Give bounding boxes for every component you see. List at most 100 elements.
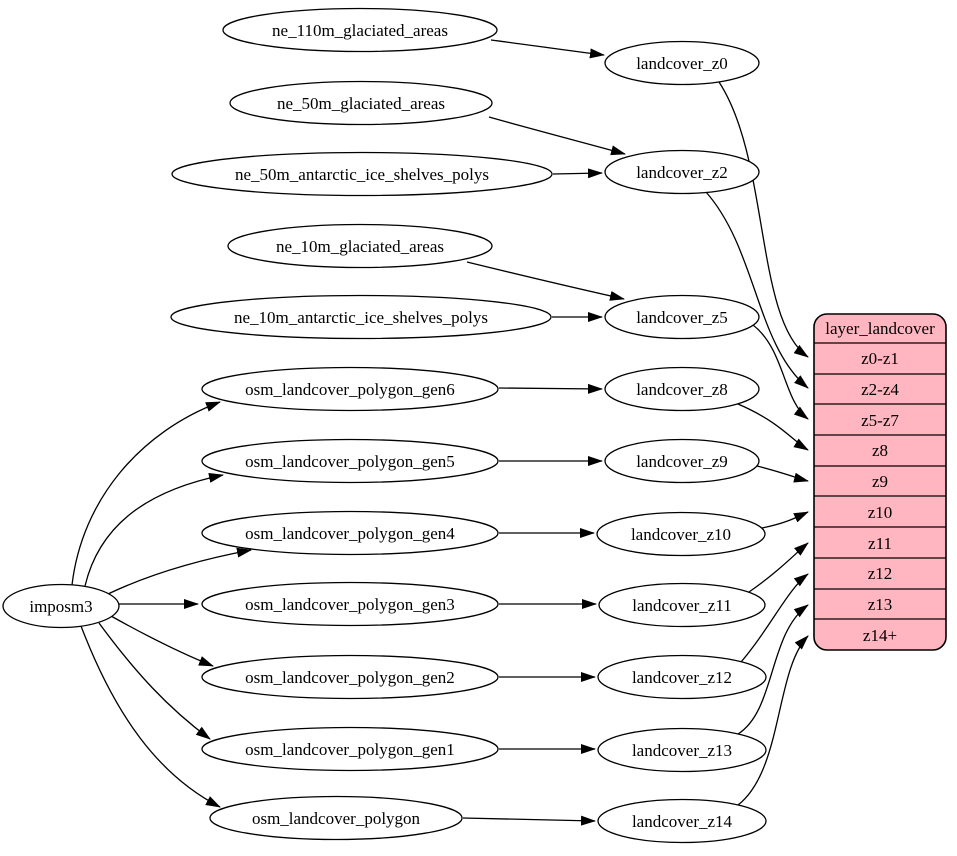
edge-imposm3-to-osm-landcover-polygon-gen5 xyxy=(84,472,224,587)
table-row: z13 xyxy=(868,595,893,614)
node-osm-landcover-polygon-gen3: osm_landcover_polygon_gen3 xyxy=(201,581,499,627)
node-landcover-z2: landcover_z2 xyxy=(604,149,760,195)
node-ellipse xyxy=(604,294,760,340)
nodes: ne_110m_glaciated_areas ne_50m_glaciated… xyxy=(2,7,767,844)
node-osm-landcover-polygon-gen6: osm_landcover_polygon_gen6 xyxy=(201,366,499,412)
table-row: z9 xyxy=(872,472,888,491)
table-row: z10 xyxy=(868,503,893,522)
node-osm-landcover-polygon-gen1: osm_landcover_polygon_gen1 xyxy=(201,726,499,772)
node-ne-50m-antarctic-ice-shelves-polys: ne_50m_antarctic_ice_shelves_polys xyxy=(171,151,553,197)
table-row: z2-z4 xyxy=(861,380,899,399)
node-label: ne_10m_glaciated_areas xyxy=(276,237,444,256)
node-ne-10m-antarctic-ice-shelves-polys: ne_10m_antarctic_ice_shelves_polys xyxy=(170,294,552,340)
table-row: z5-z7 xyxy=(861,411,899,430)
node-label: landcover_z9 xyxy=(636,452,728,471)
node-ellipse xyxy=(229,80,493,126)
node-landcover-z0: landcover_z0 xyxy=(604,40,760,86)
edge-landcover-z2-to-row-z2-z4 xyxy=(705,191,809,389)
edge-ne-50m-glaciated-areas-to-landcover-z2 xyxy=(488,116,626,156)
edge-landcover-z10-to-row-z10 xyxy=(761,511,809,529)
table-row: z12 xyxy=(868,564,893,583)
node-ellipse xyxy=(201,654,499,700)
edge-landcover-z14-to-row-z14 xyxy=(737,635,809,806)
node-ellipse xyxy=(604,40,760,86)
table-row: z11 xyxy=(868,534,892,553)
node-ellipse xyxy=(597,798,767,844)
node-ellipse xyxy=(604,366,760,412)
node-label: osm_landcover_polygon_gen6 xyxy=(245,380,455,399)
node-ellipse xyxy=(604,149,760,195)
edge-landcover-z11-to-row-z11 xyxy=(748,542,809,593)
node-landcover-z8: landcover_z8 xyxy=(604,366,760,412)
node-label: ne_50m_glaciated_areas xyxy=(277,94,445,113)
node-ellipse xyxy=(201,366,499,412)
node-label: ne_110m_glaciated_areas xyxy=(272,21,448,40)
node-ne-110m-glaciated-areas: ne_110m_glaciated_areas xyxy=(222,7,498,53)
node-ne-50m-glaciated-areas: ne_50m_glaciated_areas xyxy=(229,80,493,126)
node-label: landcover_z0 xyxy=(636,54,728,73)
edge-imposm3-to-osm-landcover-polygon xyxy=(80,625,221,808)
table-row: z8 xyxy=(872,441,888,460)
edge-osm-landcover-polygon-to-landcover-z14 xyxy=(462,815,596,826)
edge-ne-110m-glaciated-areas-to-landcover-z0 xyxy=(490,39,605,59)
node-ellipse xyxy=(171,151,553,197)
node-ellipse xyxy=(209,795,463,841)
edge-ne-50m-antarctic-ice-shelves-polys-to-landcover-z2 xyxy=(552,168,603,179)
node-label: landcover_z8 xyxy=(636,380,728,399)
node-landcover-z13: landcover_z13 xyxy=(597,727,767,773)
table-header: layer_landcover xyxy=(825,319,935,338)
node-label: landcover_z12 xyxy=(632,668,732,687)
edge-imposm3-to-osm-landcover-polygon-gen4 xyxy=(107,547,252,595)
node-label: osm_landcover_polygon_gen2 xyxy=(245,668,455,687)
node-ellipse xyxy=(222,7,498,53)
edge-landcover-z12-to-row-z12 xyxy=(740,573,809,663)
edges xyxy=(71,39,809,826)
node-ellipse xyxy=(201,581,499,627)
node-ellipse xyxy=(597,727,767,773)
node-osm-landcover-polygon: osm_landcover_polygon xyxy=(209,795,463,841)
node-label: osm_landcover_polygon_gen3 xyxy=(245,595,455,614)
node-ellipse xyxy=(604,438,760,484)
node-landcover-z10: landcover_z10 xyxy=(596,511,766,557)
node-landcover-z11: landcover_z11 xyxy=(598,582,766,628)
table-row: z0-z1 xyxy=(861,349,899,368)
edge-landcover-z13-to-row-z13 xyxy=(737,604,809,735)
node-label: landcover_z5 xyxy=(636,308,728,327)
node-label: osm_landcover_polygon_gen1 xyxy=(245,740,455,759)
node-label: landcover_z10 xyxy=(631,525,731,544)
edge-imposm3-to-osm-landcover-polygon-gen6 xyxy=(71,401,221,586)
node-label: landcover_z2 xyxy=(636,163,728,182)
node-landcover-z9: landcover_z9 xyxy=(604,438,760,484)
edge-ne-10m-glaciated-areas-to-landcover-z5 xyxy=(466,261,625,301)
node-imposm3: imposm3 xyxy=(2,583,120,629)
node-ellipse xyxy=(596,511,766,557)
node-label: osm_landcover_polygon_gen4 xyxy=(245,524,455,543)
edge-imposm3-to-osm-landcover-polygon-gen2 xyxy=(110,615,214,667)
node-ellipse xyxy=(201,510,499,556)
node-ellipse xyxy=(598,582,766,628)
node-label: ne_50m_antarctic_ice_shelves_polys xyxy=(235,165,489,184)
node-label: landcover_z14 xyxy=(632,812,733,831)
layer-landcover-table: layer_landcover z0-z1 z2-z4 z5-z7 z8 z9 … xyxy=(813,313,947,651)
edge-landcover-z9-to-row-z9 xyxy=(756,465,809,483)
node-label: imposm3 xyxy=(29,597,92,616)
node-landcover-z5: landcover_z5 xyxy=(604,294,760,340)
node-label: landcover_z11 xyxy=(632,596,731,615)
edge-osm-landcover-polygon-gen6-to-landcover-z8 xyxy=(498,383,603,394)
node-ellipse xyxy=(597,654,767,700)
edge-landcover-z0-to-row-z0-z1 xyxy=(718,81,809,358)
node-label: ne_10m_antarctic_ice_shelves_polys xyxy=(234,308,488,327)
node-landcover-z14: landcover_z14 xyxy=(597,798,767,844)
edge-landcover-z8-to-row-z8 xyxy=(737,403,809,451)
node-ellipse xyxy=(201,438,499,484)
node-landcover-z12: landcover_z12 xyxy=(597,654,767,700)
node-ellipse xyxy=(227,223,493,269)
node-ne-10m-glaciated-areas: ne_10m_glaciated_areas xyxy=(227,223,493,269)
edge-imposm3-to-osm-landcover-polygon-gen1 xyxy=(98,622,211,740)
node-ellipse xyxy=(170,294,552,340)
node-osm-landcover-polygon-gen2: osm_landcover_polygon_gen2 xyxy=(201,654,499,700)
node-label: landcover_z13 xyxy=(632,741,732,760)
table-row: z14+ xyxy=(863,626,897,645)
